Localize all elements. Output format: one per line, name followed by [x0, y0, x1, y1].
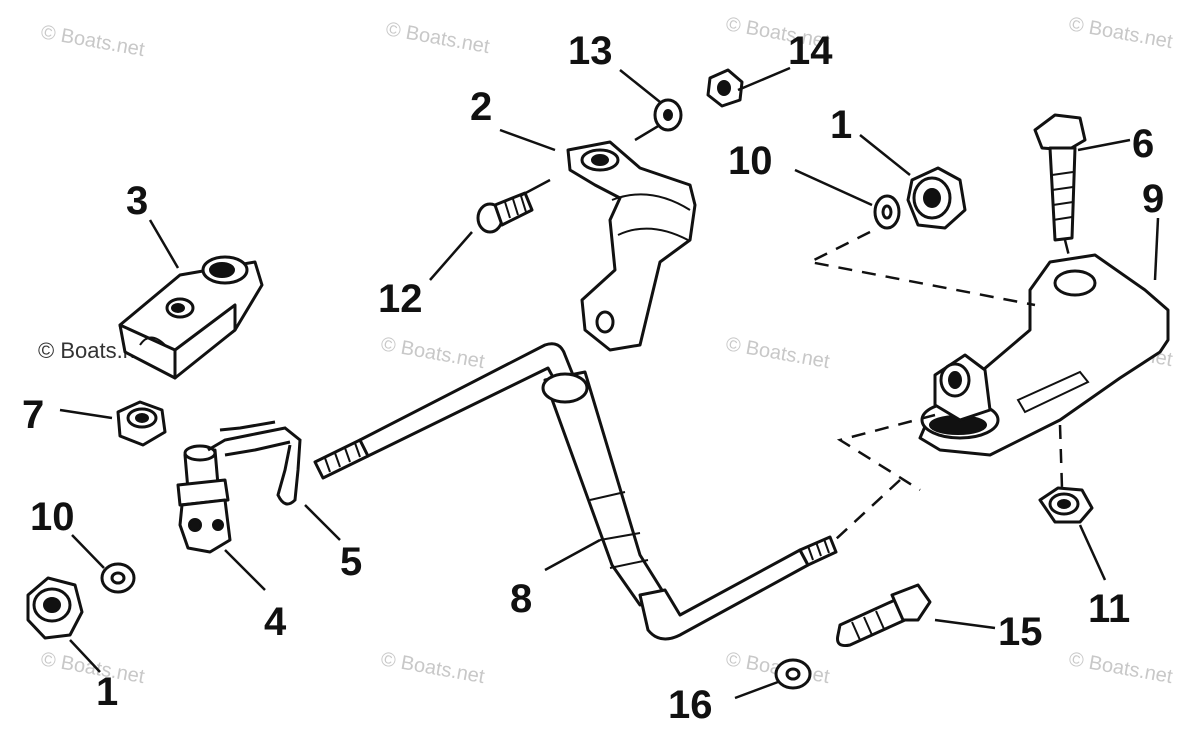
- watermark: © Boats.net: [39, 21, 146, 61]
- part-16-washer: [774, 658, 812, 690]
- callout-4: 4: [264, 600, 287, 644]
- part-9-throttle-arm: [918, 253, 1170, 457]
- callout-13: 13: [568, 29, 613, 73]
- watermark: © Boats.net: [379, 648, 486, 688]
- callout-6: 6: [1132, 122, 1154, 166]
- callout-2: 2: [470, 85, 492, 129]
- callout-labels: 3 7 10 1 4 5 8 2 13 14 12 10 1 6 9 11 15…: [22, 29, 1164, 727]
- callout-10-top: 10: [728, 139, 773, 183]
- callout-11: 11: [1088, 587, 1130, 631]
- part-10-washer-top: [873, 194, 901, 230]
- part-13-washer: [653, 98, 683, 132]
- assembly-lines: [806, 230, 1072, 541]
- watermark: © Boats.net: [724, 333, 831, 373]
- callout-1-bottom: 1: [96, 670, 118, 714]
- callout-5: 5: [340, 540, 362, 584]
- callout-9: 9: [1142, 177, 1164, 221]
- part-7-nut: [116, 400, 167, 447]
- callout-8: 8: [510, 577, 532, 621]
- watermark: © Boats.net: [379, 333, 486, 373]
- part-15-bolt: [836, 583, 932, 647]
- callout-15: 15: [998, 610, 1043, 654]
- callout-7: 7: [22, 393, 44, 437]
- callout-1-top: 1: [830, 103, 852, 147]
- part-11-nut: [1038, 486, 1094, 524]
- part-8-rod: [313, 342, 838, 641]
- leader-lines: [59, 66, 1160, 700]
- part-1-nut-bottom: [26, 576, 84, 640]
- callout-16: 16: [668, 683, 713, 727]
- watermark: © Boats.net: [1067, 13, 1174, 53]
- part-1-nut-top: [906, 166, 967, 230]
- watermark: © Boats.net: [39, 648, 146, 688]
- part-14-nut: [706, 68, 744, 108]
- callout-10-left: 10: [30, 495, 75, 539]
- watermark: © Boats.net: [1067, 648, 1174, 688]
- part-10-washer-left: [100, 562, 136, 594]
- callout-3: 3: [126, 179, 148, 223]
- part-2-bracket: [566, 140, 697, 352]
- watermark: © Boats.net: [384, 18, 491, 58]
- part-4-ball-joint: [176, 444, 232, 554]
- part-12-screw: [476, 191, 534, 234]
- callout-12: 12: [378, 277, 423, 321]
- part-6-bolt: [1033, 113, 1087, 242]
- part-5-spring-clip: [207, 420, 302, 506]
- part-3-connector-block: [118, 255, 264, 380]
- callout-14: 14: [788, 29, 833, 73]
